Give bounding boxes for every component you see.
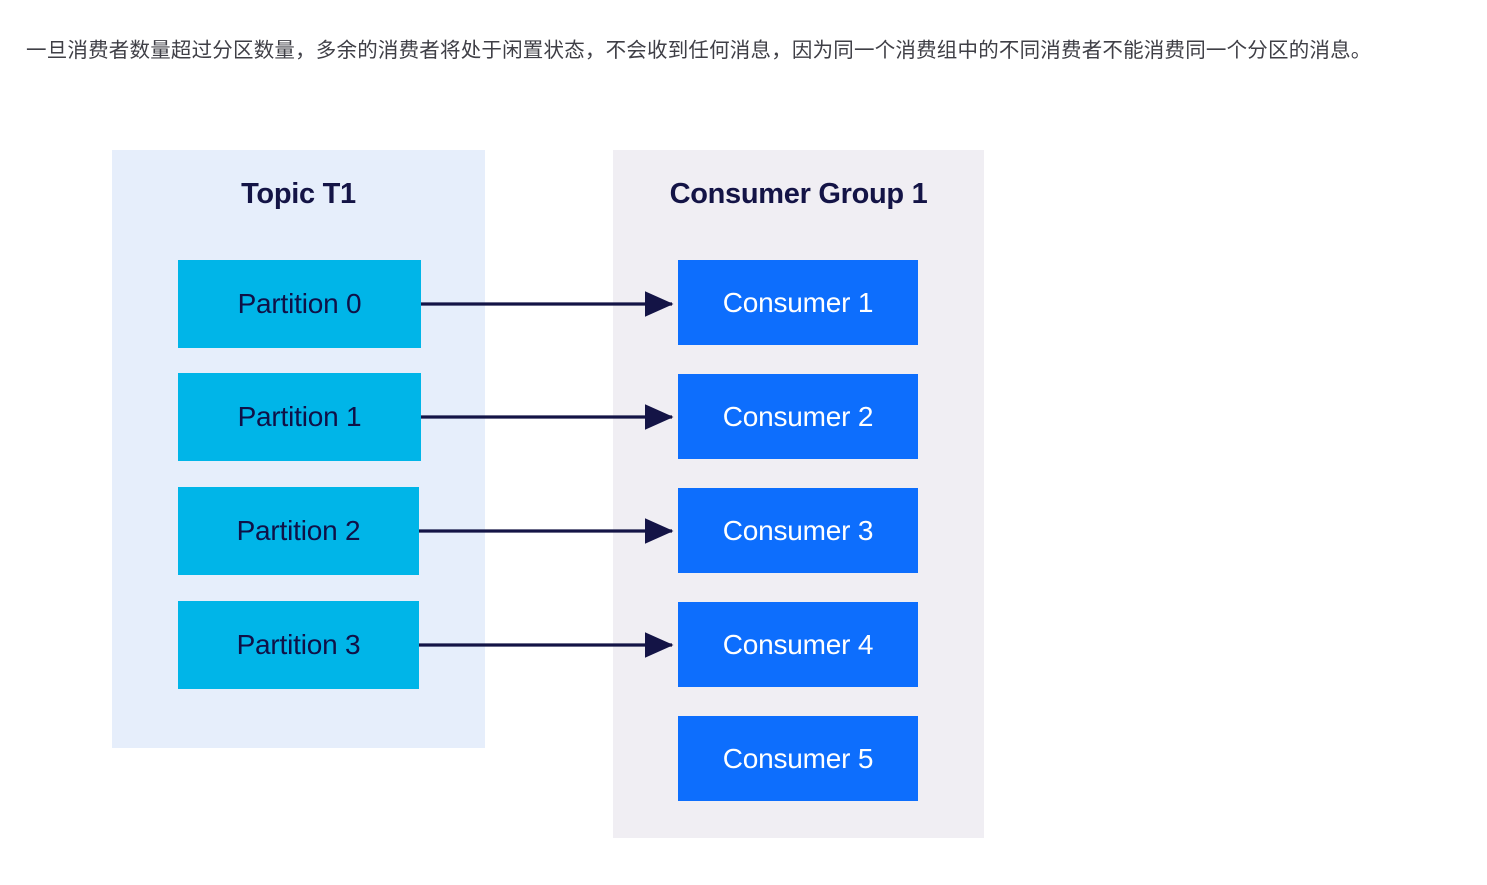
topic-panel: Topic T1 Partition 0 Partition 1 Partiti… bbox=[112, 150, 485, 748]
consumer-box-3[interactable]: Consumer 3 bbox=[678, 488, 918, 573]
consumer-group-panel: Consumer Group 1 Consumer 1 Consumer 2 C… bbox=[613, 150, 984, 838]
partition-box-0[interactable]: Partition 0 bbox=[178, 260, 421, 348]
partition-box-2[interactable]: Partition 2 bbox=[178, 487, 419, 575]
consumer-label-2: Consumer 2 bbox=[722, 400, 874, 432]
consumer-box-2[interactable]: Consumer 2 bbox=[678, 374, 918, 459]
consumer-group-panel-title: Consumer Group 1 bbox=[669, 178, 928, 210]
consumer-label-4: Consumer 4 bbox=[722, 628, 874, 660]
consumer-label-3: Consumer 3 bbox=[722, 514, 874, 546]
partition-label-0: Partition 0 bbox=[237, 288, 362, 319]
partition-box-1[interactable]: Partition 1 bbox=[178, 373, 421, 461]
consumer-label-1: Consumer 1 bbox=[722, 286, 874, 318]
partition-label-1: Partition 1 bbox=[237, 401, 362, 432]
consumer-box-1[interactable]: Consumer 1 bbox=[678, 260, 918, 345]
topic-panel-title: Topic T1 bbox=[241, 178, 356, 210]
partition-label-3: Partition 3 bbox=[236, 629, 361, 660]
article-paragraph: 一旦消费者数量超过分区数量，多余的消费者将处于闲置状态，不会收到任何消息，因为同… bbox=[26, 39, 1372, 62]
consumer-box-4[interactable]: Consumer 4 bbox=[678, 602, 918, 687]
consumer-box-5[interactable]: Consumer 5 bbox=[678, 716, 918, 801]
partition-box-3[interactable]: Partition 3 bbox=[178, 601, 419, 689]
partition-label-2: Partition 2 bbox=[236, 515, 361, 546]
consumer-label-5: Consumer 5 bbox=[722, 742, 874, 774]
